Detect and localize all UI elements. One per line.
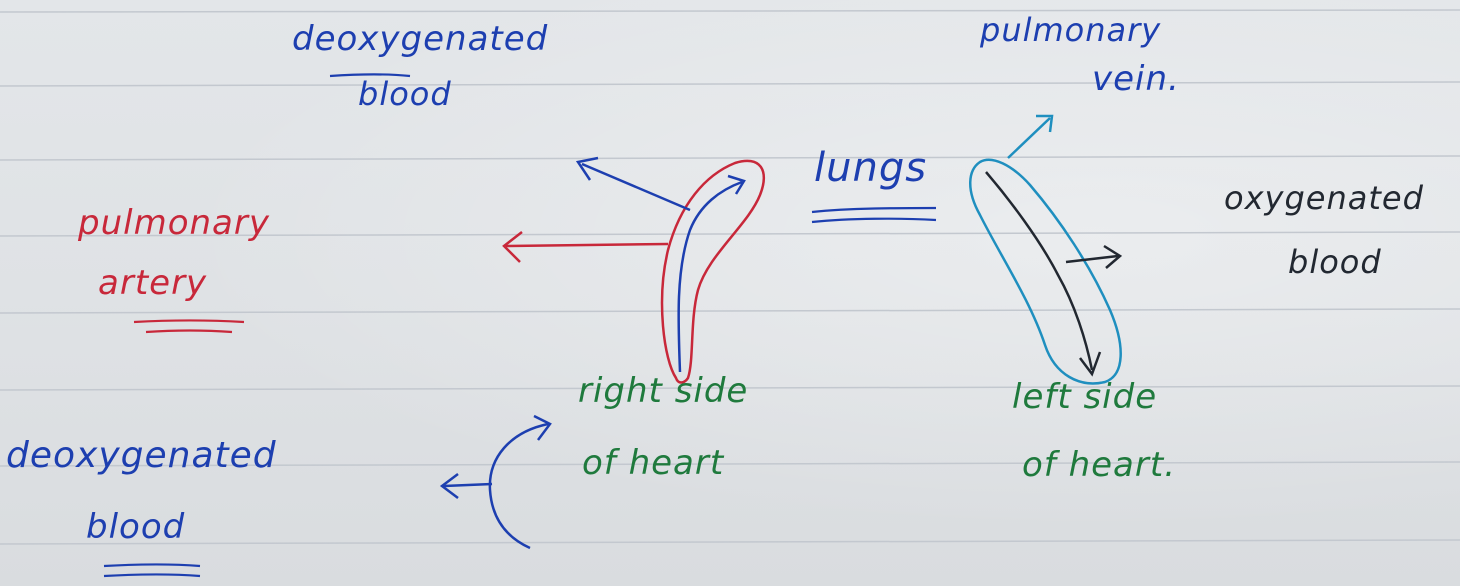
- oxygenated-arrow-line: [1066, 256, 1118, 262]
- pulmonary-artery-line1: pulmonary: [78, 206, 270, 240]
- oxygenated-line1: oxygenated: [1224, 182, 1424, 214]
- right-heart-outline: [662, 161, 764, 383]
- pulmonary-artery-arrow-line: [506, 244, 668, 246]
- right-side-line1: right side: [578, 374, 748, 408]
- pulmonary-vein-arrow-line: [1008, 118, 1050, 158]
- pulmonary-vein-line1: pulmonary: [980, 14, 1161, 46]
- right-side-line2: of heart: [582, 446, 724, 480]
- underlines: [104, 75, 936, 577]
- curved-flow-arc: [490, 424, 548, 548]
- deoxygenated-top-line1: deoxygenated: [292, 22, 548, 56]
- pulmonary-vein-line2: vein.: [1092, 62, 1180, 96]
- left-heart-flow-line: [986, 172, 1092, 370]
- pulmonary-artery-line2: artery: [98, 266, 207, 300]
- left-heart-outline: [970, 160, 1120, 384]
- oxygenated-line2: blood: [1288, 246, 1382, 278]
- deoxygenated-bottom-line2: blood: [86, 510, 185, 544]
- lungs-label: lungs: [814, 148, 927, 188]
- curved-flow-left-arrow-line: [444, 484, 492, 486]
- deoxygenated-top-line2: blood: [358, 78, 452, 110]
- left-side-line2: of heart.: [1022, 448, 1176, 482]
- deoxygenated-arrow-line: [582, 164, 690, 210]
- deoxygenated-bottom-line1: deoxygenated: [6, 438, 277, 474]
- left-side-line1: left side: [1012, 380, 1157, 414]
